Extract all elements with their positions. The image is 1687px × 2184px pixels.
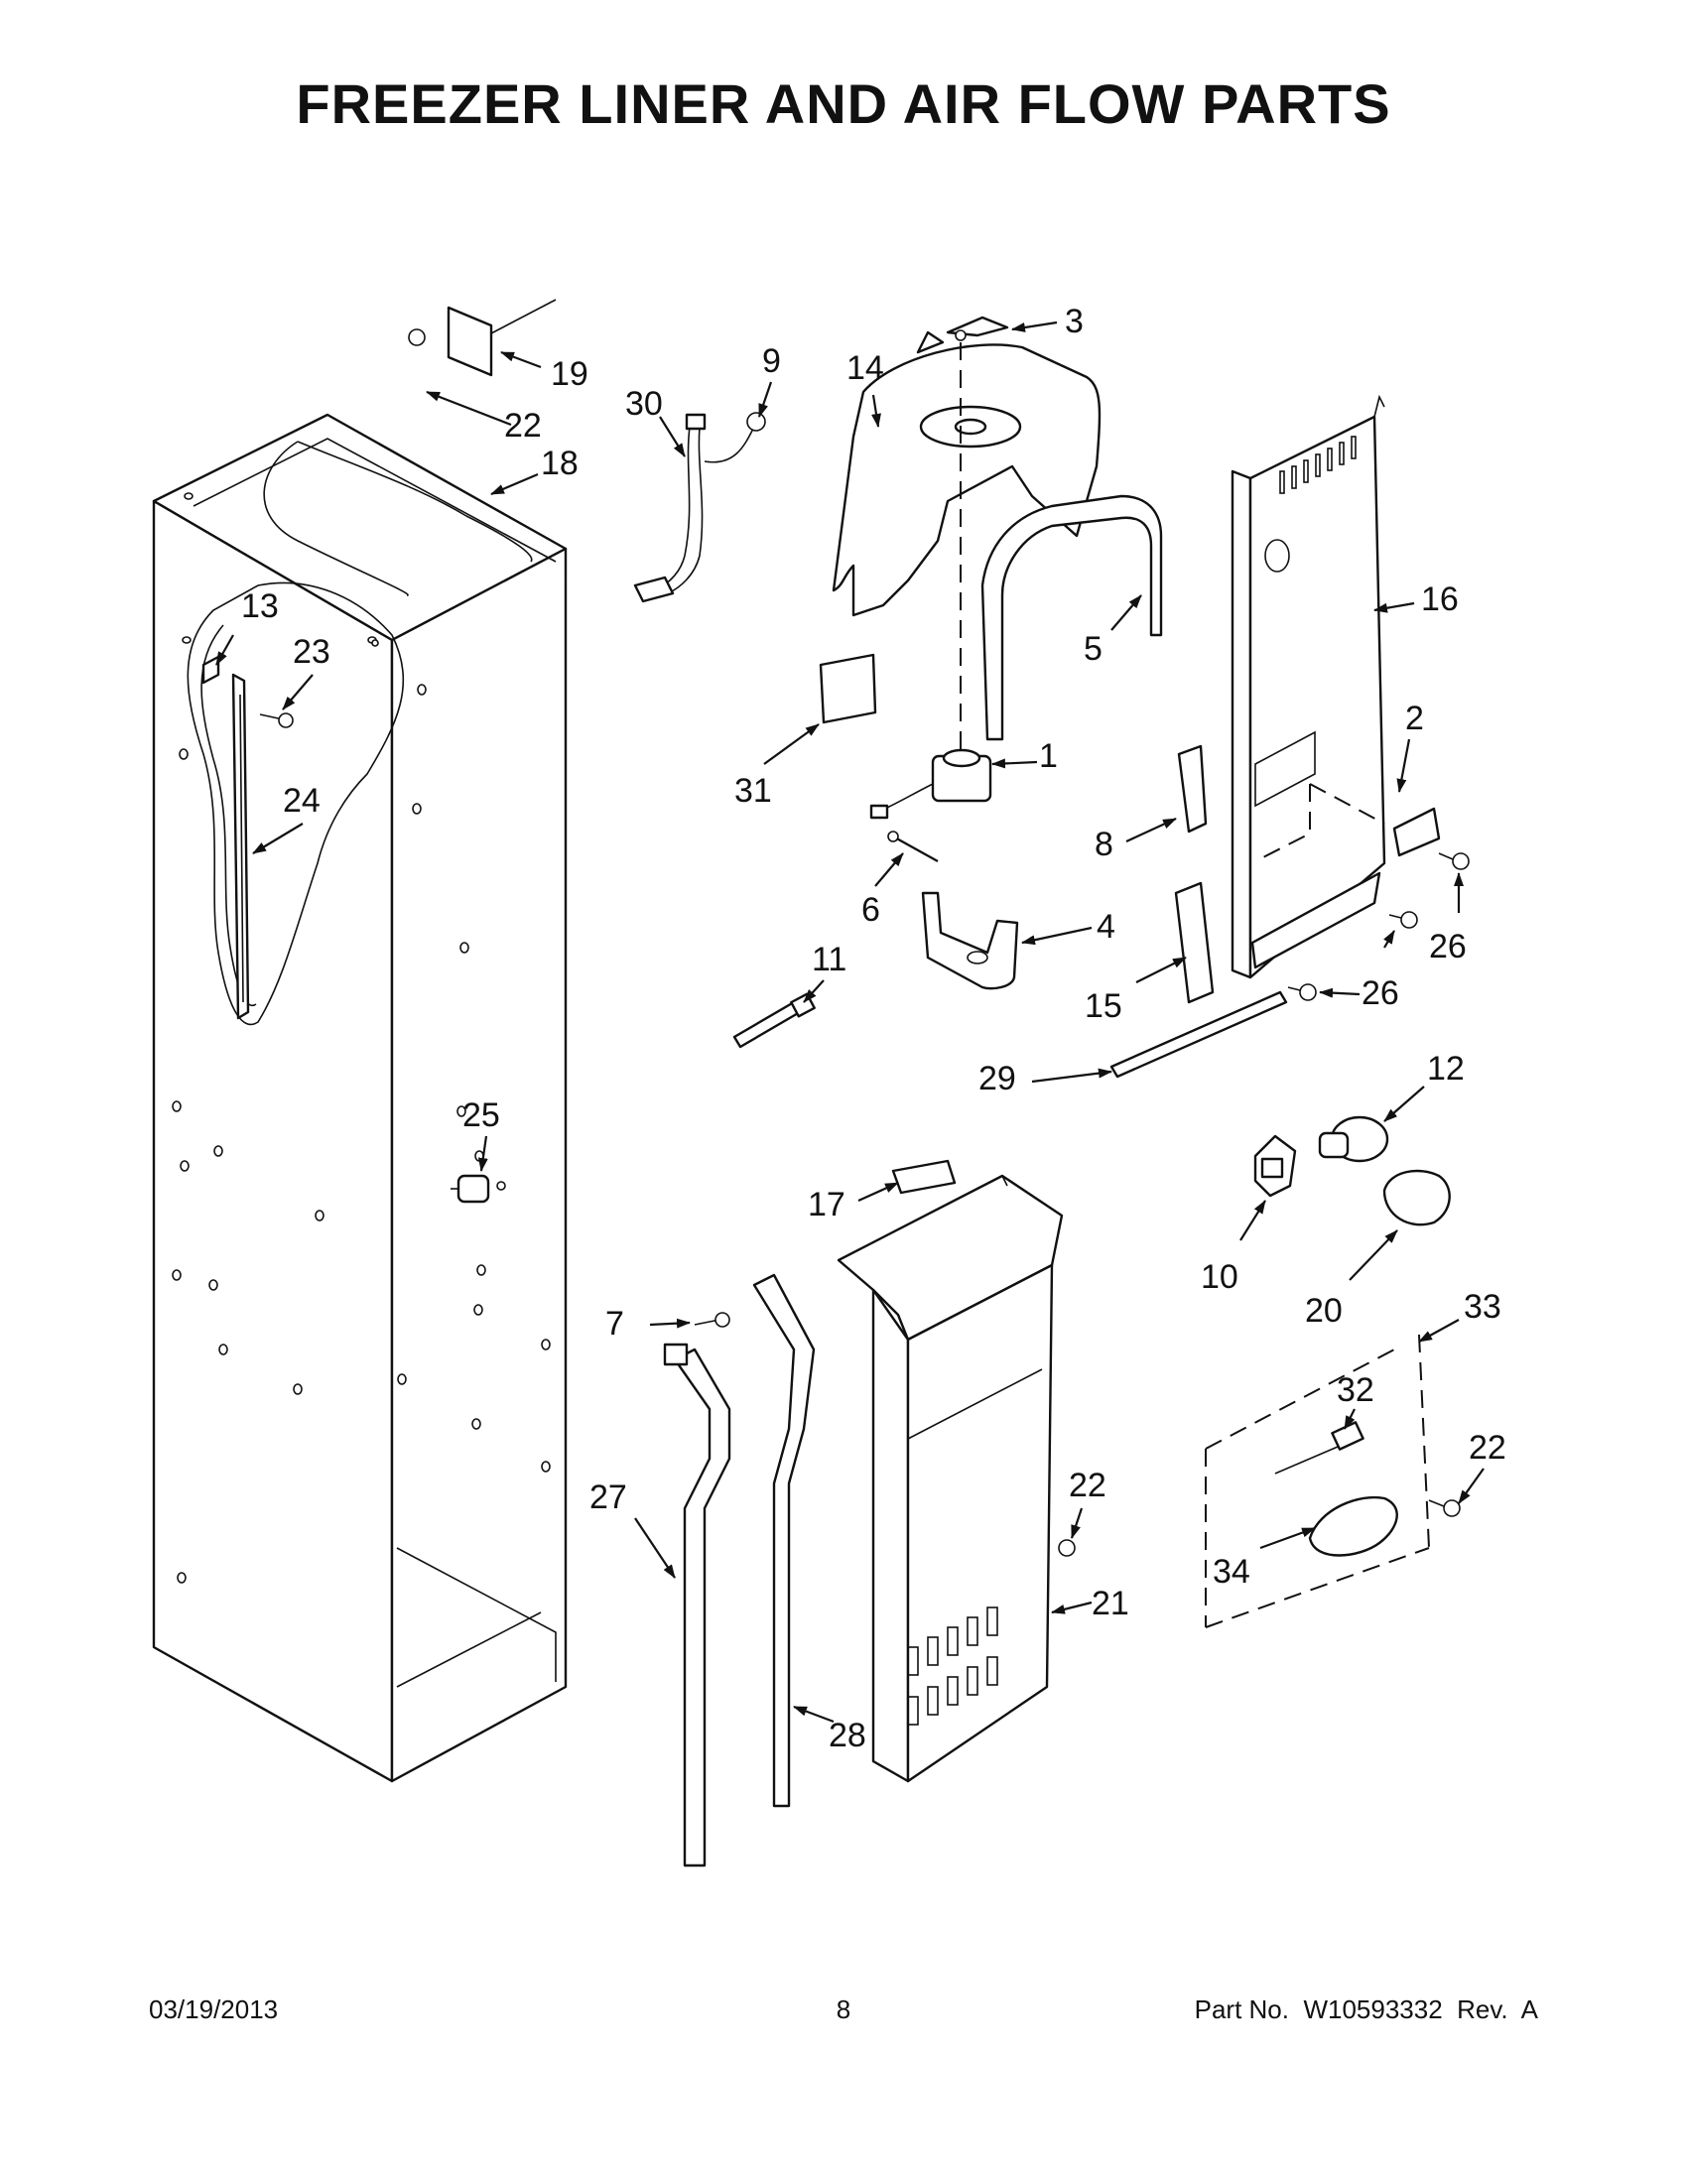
air-duct-panel-16 (1231, 394, 1386, 979)
callout-6: 6 (861, 891, 880, 929)
callout-22-control: 22 (1469, 1429, 1506, 1467)
callout-18: 18 (541, 445, 579, 482)
bracket-19 (408, 299, 557, 377)
wire-harness (633, 412, 766, 603)
callout-33: 33 (1464, 1288, 1501, 1326)
callout-5: 5 (1084, 630, 1103, 668)
gasket-28 (752, 1273, 816, 1808)
callout-26-right: 26 (1429, 928, 1467, 965)
callout-4: 4 (1097, 908, 1115, 946)
callout-8: 8 (1095, 826, 1113, 863)
callout-23: 23 (293, 633, 330, 671)
callout-10: 10 (1201, 1258, 1238, 1296)
freezer-liner (152, 413, 568, 1783)
screw-22-duct (1058, 1539, 1076, 1557)
callout-32: 32 (1337, 1371, 1374, 1409)
footer-date: 03/19/2013 (149, 1994, 279, 2024)
callout-26-lower: 26 (1362, 974, 1399, 1012)
damper-8 (1177, 744, 1208, 834)
duct-cover-21 (837, 1174, 1064, 1783)
callout-14: 14 (846, 349, 884, 387)
light-socket-10 (1253, 1134, 1297, 1198)
callout-34: 34 (1213, 1553, 1250, 1591)
callout-16: 16 (1421, 580, 1459, 618)
callout-25: 25 (462, 1096, 500, 1134)
light-cover-20 (1382, 1169, 1451, 1226)
callout-20: 20 (1305, 1292, 1343, 1330)
rail-27 (663, 1343, 731, 1867)
callout-27: 27 (589, 1478, 627, 1516)
screw-6 (887, 831, 939, 863)
callout-9: 9 (762, 342, 781, 380)
duct-vents (907, 1606, 998, 1726)
leaders (215, 321, 1485, 1724)
callout-22-top: 22 (504, 407, 542, 445)
callout-11: 11 (812, 941, 846, 978)
callout-21: 21 (1092, 1585, 1129, 1622)
page-title: FREEZER LINER AND AIR FLOW PARTS (296, 72, 1391, 135)
control-assembly (1205, 1334, 1461, 1628)
callout-24: 24 (283, 782, 321, 820)
damper-15 (1174, 881, 1215, 1004)
callout-3: 3 (1065, 303, 1084, 340)
screw-23 (259, 712, 294, 728)
vent-slots (1279, 436, 1357, 494)
label-17 (891, 1159, 957, 1195)
callout-12: 12 (1427, 1050, 1465, 1088)
callout-labels: 1 2 3 4 5 6 7 8 9 10 11 12 13 14 15 16 1… (241, 303, 1506, 1754)
bracket-2 (1392, 807, 1441, 857)
callout-2: 2 (1405, 700, 1424, 737)
callout-19: 19 (551, 355, 588, 393)
cable-tie-11 (732, 992, 816, 1049)
footer-part-number: Part No. W10593332 Rev. A (1194, 1994, 1538, 2024)
callout-13: 13 (241, 587, 279, 625)
callout-7: 7 (605, 1305, 624, 1343)
screws-26 (1287, 852, 1470, 1001)
bracket-4 (921, 891, 1019, 990)
callout-1: 1 (1039, 737, 1058, 775)
bracket-rail (201, 655, 250, 1020)
fan-shroud (832, 316, 1102, 754)
trim-29 (1109, 990, 1288, 1079)
callout-28: 28 (829, 1717, 866, 1754)
callout-31: 31 (734, 772, 772, 810)
screw-7 (694, 1312, 730, 1328)
callout-15: 15 (1085, 987, 1122, 1025)
callout-30: 30 (625, 385, 663, 423)
footer-page-number: 8 (836, 1994, 851, 2024)
filter-31 (819, 653, 877, 724)
callout-22-duct: 22 (1069, 1467, 1106, 1504)
light-bulb-12 (1318, 1115, 1389, 1163)
callout-29: 29 (978, 1060, 1016, 1097)
gasket-5 (980, 494, 1163, 741)
sensor-25 (451, 1174, 506, 1204)
callout-17: 17 (808, 1186, 845, 1223)
fan-motor-1 (869, 748, 992, 820)
